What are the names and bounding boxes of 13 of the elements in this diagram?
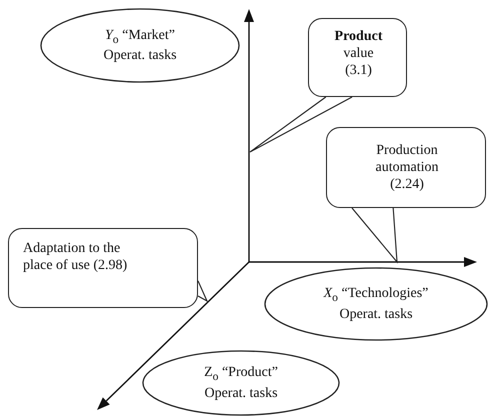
axis-label: Y$_{o}$ “Market” <box>105 26 175 48</box>
callout-bubble <box>326 127 486 208</box>
callout-text: Adaptation to the place of use (2.98) <box>23 240 128 274</box>
axis-label: Z$_{o}$ “Product” <box>204 364 278 385</box>
callout-text: Production automation (2.24) <box>374 142 440 193</box>
axis-label: X$_{o}$ “Technologies” <box>324 285 428 306</box>
callout-text: Product value (3.1) <box>334 28 384 79</box>
axis-label: Operat. tasks <box>339 306 413 323</box>
axis-label: Operat. tasks <box>103 47 177 64</box>
callout-bubble <box>8 228 198 308</box>
axis-label: Operat. tasks <box>204 384 278 402</box>
callout-pointer <box>198 280 208 302</box>
callout-bubble <box>308 18 407 97</box>
